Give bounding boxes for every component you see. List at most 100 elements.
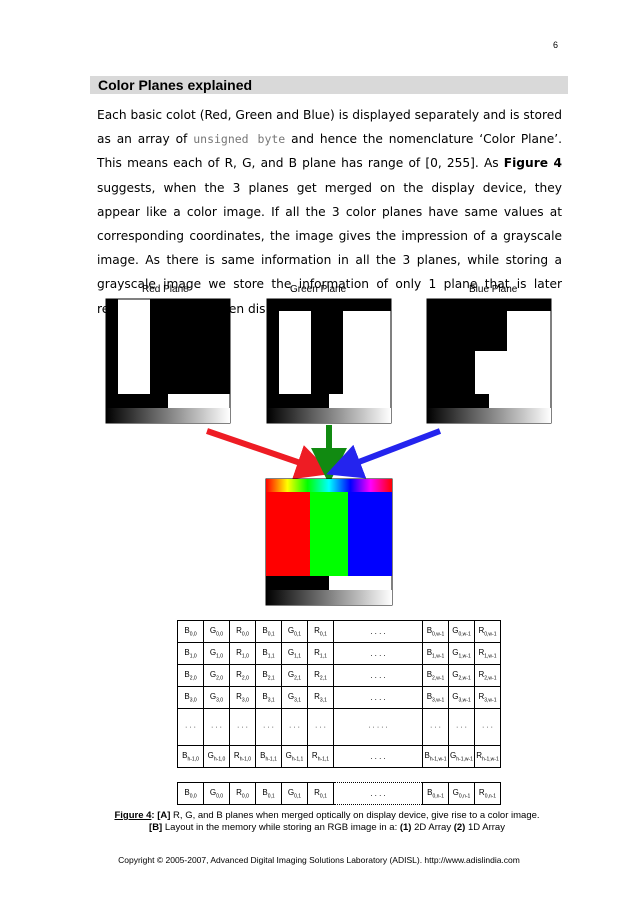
memory-cell: B0,1 [255, 782, 282, 805]
memory-cell: G0,w-1 [448, 620, 475, 643]
memory-cell: R3,1 [307, 686, 334, 709]
memory-cell: · · · [474, 708, 501, 746]
memory-cell: G3,1 [281, 686, 308, 709]
memory-cell: . . . . [333, 642, 423, 665]
memory-cell: Gh-1,1 [281, 745, 308, 768]
memory-cell: B1,w-1 [422, 642, 449, 665]
memory-cell: R2,1 [307, 664, 334, 687]
memory-cell: · · · [422, 708, 449, 746]
memory-cell: · · · [255, 708, 282, 746]
memory-cell: . . . . [333, 686, 423, 709]
memory-cell: G0,1 [281, 782, 308, 805]
caption-line-1: R, G, and B planes when merged optically… [170, 810, 540, 821]
memory-cell: · · · [448, 708, 475, 746]
memory-cell: R2,0 [229, 664, 256, 687]
memory-cell: B3,w-1 [422, 686, 449, 709]
memory-cell: R0,1 [307, 620, 334, 643]
copyright-footer: Copyright © 2005-2007, Advanced Digital … [118, 855, 520, 865]
caption-tag-b: [B] [149, 822, 163, 833]
memory-cell: Gh-1,0 [203, 745, 230, 768]
caption-line-2b: 2D Array [411, 822, 454, 833]
memory-cell: R0,w-1 [474, 620, 501, 643]
memory-cell: G0,0 [203, 620, 230, 643]
figure-caption: Figure 4: [A] R, G, and B planes when me… [112, 810, 542, 834]
memory-cell: R3,0 [229, 686, 256, 709]
caption-label: Figure 4 [114, 810, 152, 821]
memory-cell: G1,0 [203, 642, 230, 665]
memory-cell: · · · [281, 708, 308, 746]
memory-cell: Rh-1,1 [307, 745, 334, 768]
memory-cell: R0,0 [229, 782, 256, 805]
memory-cell: B3,0 [177, 686, 204, 709]
memory-cell: B1,1 [255, 642, 282, 665]
memory-cell: R1,w-1 [474, 642, 501, 665]
red-plane-image [105, 298, 231, 424]
memory-cell: B0,1 [255, 620, 282, 643]
caption-colon: : [151, 810, 158, 821]
red-arrow [206, 428, 333, 480]
blue-arrow [326, 428, 442, 479]
memory-cell: Gh-1,w-1 [448, 745, 475, 768]
memory-cell: B0,w-1 [422, 620, 449, 643]
memory-cell: G3,0 [203, 686, 230, 709]
memory-cell: . . . . [333, 745, 423, 768]
memory-cell: R0,n-1 [474, 782, 501, 805]
memory-cell: B0,n-1 [422, 782, 449, 805]
body-paragraph: Each basic colot (Red, Green and Blue) i… [97, 103, 562, 321]
memory-cell: . . . . [333, 664, 423, 687]
memory-cell: G0,n-1 [448, 782, 475, 805]
memory-cell: G0,1 [281, 620, 308, 643]
memory-cell: G2,0 [203, 664, 230, 687]
paragraph-text-2: and hence the nomenclature ‘Color Plane’… [97, 132, 562, 171]
caption-line-2: Layout in the memory while storing an RG… [162, 822, 400, 833]
memory-cell: B2,0 [177, 664, 204, 687]
memory-cell: B2,w-1 [422, 664, 449, 687]
memory-cell: G0,0 [203, 782, 230, 805]
memory-cell: R0,1 [307, 782, 334, 805]
memory-cell: G1,w-1 [448, 642, 475, 665]
section-title: Color Planes explained [98, 77, 253, 93]
memory-cell: · · · [229, 708, 256, 746]
caption-tag-a: [A] [157, 810, 171, 821]
paragraph-text-3: suggests, when the 3 planes get merged o… [97, 180, 562, 316]
memory-cell: R1,1 [307, 642, 334, 665]
caption-num-2: (2) [453, 822, 466, 833]
figure-reference: Figure 4 [503, 156, 562, 171]
memory-cell: Bh-1,0 [177, 745, 204, 768]
memory-cell: G3,w-1 [448, 686, 475, 709]
page-number: 6 [552, 40, 558, 50]
memory-cell: B1,0 [177, 642, 204, 665]
memory-cell: R0,0 [229, 620, 256, 643]
memory-cell: B0,0 [177, 620, 204, 643]
memory-cell: · · · [307, 708, 334, 746]
green-plane-image [266, 298, 392, 424]
memory-cell: G2,w-1 [448, 664, 475, 687]
paragraph-text-1: Each basic colot (Red, Green and Blue) i… [97, 108, 562, 147]
memory-cell: B2,1 [255, 664, 282, 687]
memory-cell: R3,w-1 [474, 686, 501, 709]
memory-cell: Bh-1,1 [255, 745, 282, 768]
memory-cell: Rh-1,w-1 [474, 745, 501, 768]
memory-cell: · · · [203, 708, 230, 746]
memory-cell: · · · [177, 708, 204, 746]
green-plane-label: Green Plane [290, 284, 347, 295]
memory-row: · · ·· · ·· · ·· · ·· · ·· · ·· · · · ··… [177, 708, 501, 746]
memory-cell: Bh-1,w-1 [422, 745, 449, 768]
blue-plane-image [426, 298, 552, 424]
caption-num-1: (1) [399, 822, 412, 833]
memory-cell: · · · · · [333, 708, 423, 746]
memory-cell: R2,w-1 [474, 664, 501, 687]
memory-cell: G1,1 [281, 642, 308, 665]
memory-cell: B0,0 [177, 782, 204, 805]
merged-color-image [265, 478, 393, 606]
memory-cell: G2,1 [281, 664, 308, 687]
